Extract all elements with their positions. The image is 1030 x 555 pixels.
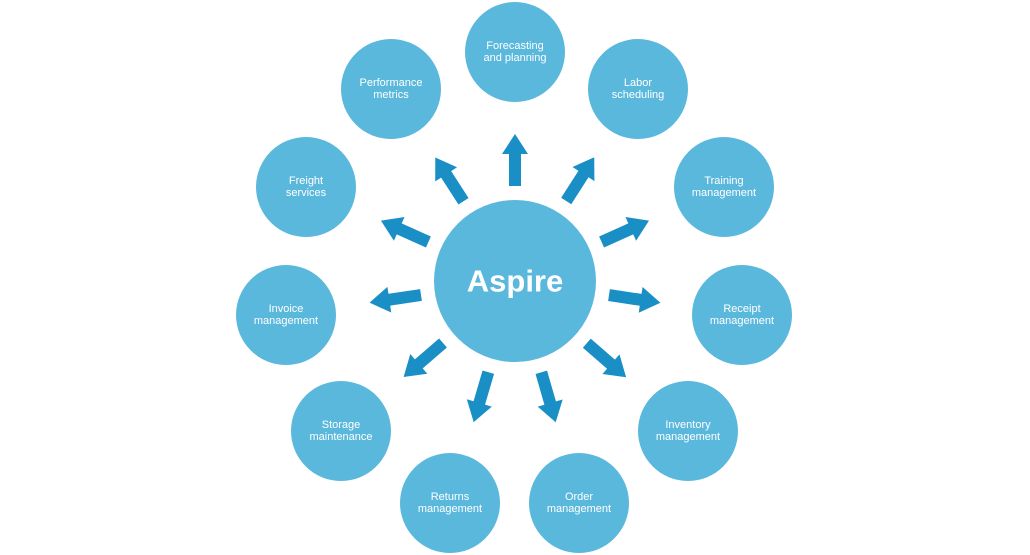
node-circle xyxy=(341,39,441,139)
node-label-line: and planning xyxy=(483,52,546,64)
node-label-line: Performance xyxy=(360,77,423,89)
node-label-line: Returns xyxy=(431,491,470,503)
node-circle xyxy=(256,137,356,237)
arrow-to-order-management xyxy=(535,370,563,423)
node-circle xyxy=(674,137,774,237)
node-label-line: management xyxy=(547,503,611,515)
arrow-to-freight-services xyxy=(380,217,431,248)
arrow-to-receipt-management xyxy=(608,286,661,313)
node-label-line: management xyxy=(656,431,720,443)
arrow-to-returns-management xyxy=(466,370,495,423)
arrow-to-inventory-management xyxy=(582,338,627,378)
node-label-line: management xyxy=(254,315,318,327)
node-circle xyxy=(638,381,738,481)
arrow-to-invoice-management xyxy=(369,286,422,313)
node-label-line: Invoice xyxy=(269,303,304,315)
arrow-to-performance-metrics xyxy=(435,157,469,205)
center-label: Aspire xyxy=(467,264,563,299)
node-label-line: Receipt xyxy=(723,303,760,315)
node-label-line: management xyxy=(710,315,774,327)
arrow-to-labor-scheduling xyxy=(561,157,595,205)
node-label-line: Forecasting xyxy=(486,40,543,52)
node-label-line: services xyxy=(286,187,327,199)
center-circle xyxy=(434,200,596,362)
node-label-line: scheduling xyxy=(612,89,665,101)
node-circle xyxy=(465,2,565,102)
node-circle xyxy=(588,39,688,139)
node-label-line: Freight xyxy=(289,175,323,187)
node-circle xyxy=(291,381,391,481)
node-label-line: Storage xyxy=(322,419,361,431)
node-label-line: Inventory xyxy=(665,419,711,431)
node-circle xyxy=(236,265,336,365)
arrow-to-storage-maintenance xyxy=(403,338,447,377)
node-label-line: Labor xyxy=(624,77,652,89)
node-label-line: management xyxy=(418,503,482,515)
node-label-line: maintenance xyxy=(310,431,373,443)
arrow-to-training-management xyxy=(599,217,650,248)
node-circle xyxy=(400,453,500,553)
arrows-layer xyxy=(369,134,661,423)
center-node: Aspire xyxy=(434,200,596,362)
node-label-line: management xyxy=(692,187,756,199)
node-circle xyxy=(529,453,629,553)
node-label-line: metrics xyxy=(373,89,409,101)
arrow-to-forecasting-and-planning xyxy=(502,134,528,186)
node-label-line: Order xyxy=(565,491,593,503)
node-label-line: Training xyxy=(704,175,743,187)
node-circle xyxy=(692,265,792,365)
